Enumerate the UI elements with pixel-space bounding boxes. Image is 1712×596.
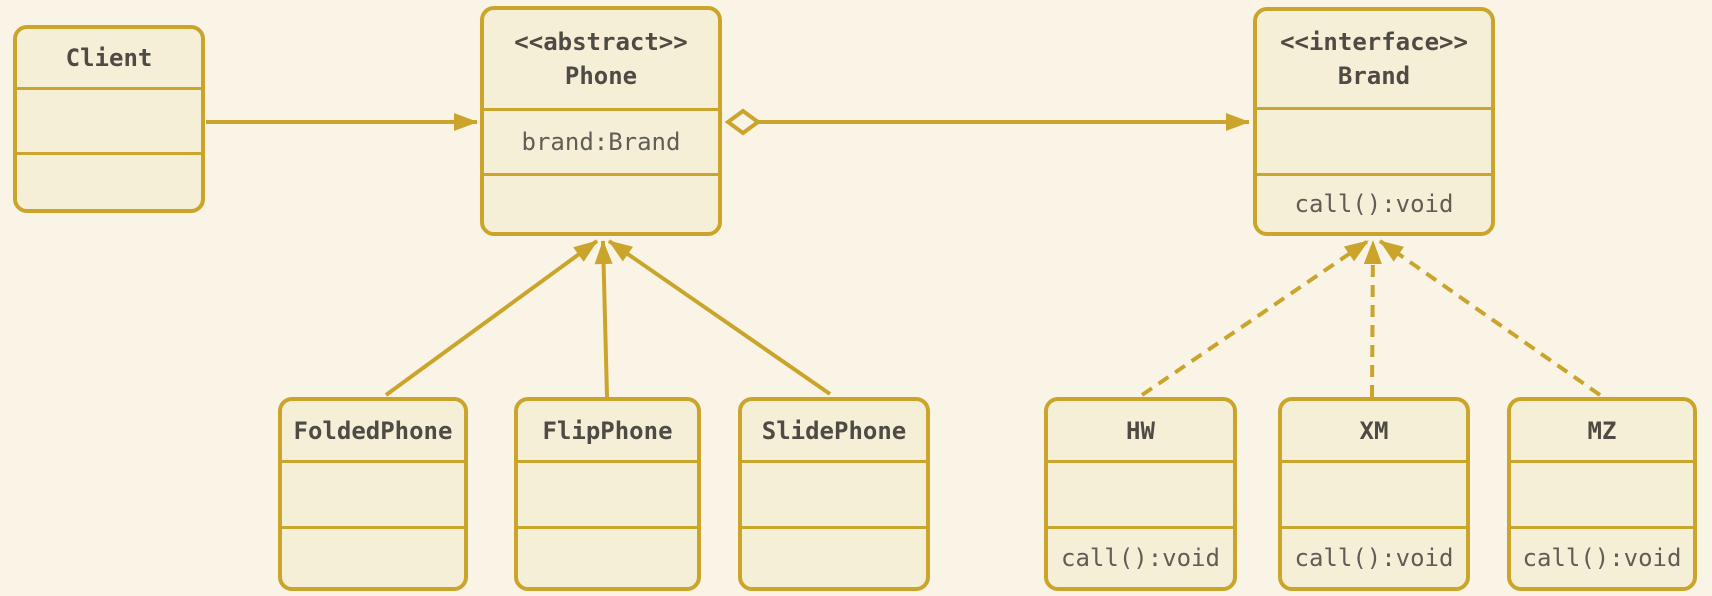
edge-flipphone-phone-generalization (594, 240, 613, 398)
class-foldedphone: FoldedPhone (278, 397, 468, 591)
class-foldedphone-methods-compartment (282, 526, 464, 587)
method-text: call():void (1294, 544, 1454, 572)
class-name: FlipPhone (542, 416, 673, 445)
class-name: FoldedPhone (293, 416, 453, 445)
attribute-text: brand:Brand (521, 128, 681, 156)
class-slidephone-methods-compartment (742, 526, 926, 587)
class-hw: HW call():void (1044, 397, 1237, 591)
class-xm-methods-compartment: call():void (1282, 526, 1466, 587)
method-text: call():void (1294, 190, 1454, 218)
class-xm: XM call():void (1278, 397, 1470, 591)
class-client-attributes-compartment (17, 87, 201, 152)
class-foldedphone-title-compartment: FoldedPhone (282, 401, 464, 460)
class-flipphone-methods-compartment (518, 526, 697, 587)
class-flipphone: FlipPhone (514, 397, 701, 591)
class-name: XM (1359, 416, 1389, 445)
class-phone-title-compartment: <<abstract>> Phone (484, 10, 718, 108)
class-name: MZ (1587, 416, 1617, 445)
class-name: SlidePhone (761, 416, 907, 445)
class-name: Client (65, 44, 153, 72)
edge-mz-brand-realization (1378, 239, 1602, 397)
class-mz-title-compartment: MZ (1511, 401, 1693, 460)
class-brand-title-compartment: <<interface>> Brand (1257, 11, 1491, 107)
class-slidephone: SlidePhone (738, 397, 930, 591)
class-phone: <<abstract>> Phone brand:Brand (480, 6, 722, 236)
class-name: Brand (1337, 62, 1411, 90)
class-brand-methods-compartment: call():void (1257, 173, 1491, 232)
class-flipphone-title-compartment: FlipPhone (518, 401, 697, 460)
aggregation-diamond-icon (724, 108, 762, 136)
class-mz-attributes-compartment (1511, 460, 1693, 526)
class-stereotype: <<abstract>> (514, 28, 688, 56)
class-foldedphone-attributes-compartment (282, 460, 464, 526)
class-client-title-compartment: Client (17, 29, 201, 87)
class-name: Phone (564, 62, 638, 90)
class-slidephone-attributes-compartment (742, 460, 926, 526)
class-xm-title-compartment: XM (1282, 401, 1466, 460)
edge-hw-brand-realization (1140, 239, 1370, 397)
class-hw-methods-compartment: call():void (1048, 526, 1233, 587)
class-stereotype: <<interface>> (1280, 28, 1468, 56)
class-brand-attributes-compartment (1257, 107, 1491, 173)
class-mz-methods-compartment: call():void (1511, 526, 1693, 587)
class-flipphone-attributes-compartment (518, 460, 697, 526)
edge-xm-brand-realization (1363, 240, 1382, 398)
class-client: Client (13, 25, 205, 213)
class-hw-title-compartment: HW (1048, 401, 1233, 460)
method-text: call():void (1522, 544, 1682, 572)
class-hw-attributes-compartment (1048, 460, 1233, 526)
class-brand: <<interface>> Brand call():void (1253, 7, 1495, 236)
method-text: call():void (1061, 544, 1220, 572)
class-mz: MZ call():void (1507, 397, 1697, 591)
class-phone-methods-compartment (484, 173, 718, 232)
class-client-methods-compartment (17, 152, 201, 209)
edge-foldedphone-phone-generalization (384, 239, 599, 397)
edge-slidephone-phone-generalization (607, 239, 832, 396)
class-phone-attributes-compartment: brand:Brand (484, 108, 718, 173)
class-name: HW (1126, 416, 1155, 445)
class-slidephone-title-compartment: SlidePhone (742, 401, 926, 460)
class-xm-attributes-compartment (1282, 460, 1466, 526)
